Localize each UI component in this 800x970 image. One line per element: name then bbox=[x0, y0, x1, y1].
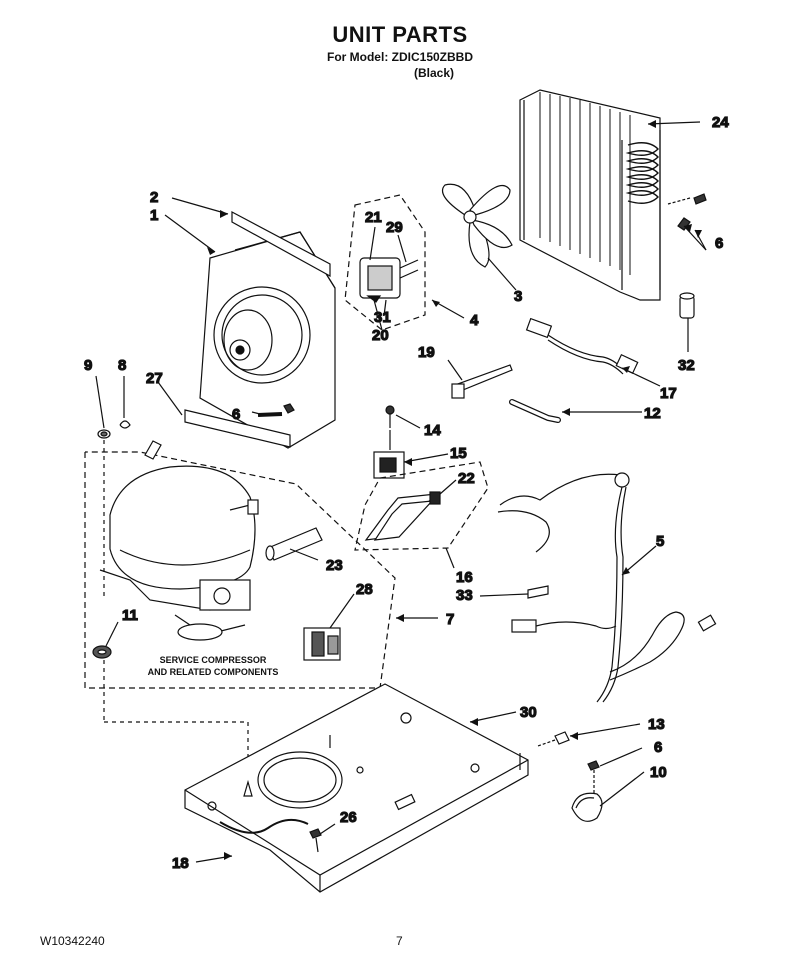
callout-21: 21 bbox=[365, 209, 382, 226]
fan-shroud-drawing bbox=[199, 200, 336, 449]
callout-7: 7 bbox=[446, 611, 454, 628]
callout-32: 32 bbox=[678, 357, 695, 374]
hose-32 bbox=[679, 292, 695, 319]
tie-19 bbox=[451, 364, 513, 399]
callout-26: 26 bbox=[340, 809, 357, 826]
fan-motor-assembly bbox=[344, 194, 426, 331]
note-line-2: AND RELATED COMPONENTS bbox=[147, 667, 279, 677]
valve-15 bbox=[373, 430, 405, 479]
callout-14: 14 bbox=[424, 422, 441, 439]
callout-30: 30 bbox=[520, 704, 537, 721]
assembly-16 bbox=[354, 461, 489, 551]
fan-blade-drawing bbox=[441, 183, 513, 268]
callout-2: 2 bbox=[150, 189, 158, 206]
callout-20: 20 bbox=[372, 327, 389, 344]
grommet-9 bbox=[97, 429, 111, 439]
callout-18: 18 bbox=[172, 855, 189, 872]
callout-33: 33 bbox=[456, 587, 473, 604]
callout-19: 19 bbox=[418, 344, 435, 361]
callout-17: 17 bbox=[660, 385, 677, 402]
callout-13: 13 bbox=[648, 716, 665, 733]
harness-17 bbox=[525, 317, 639, 375]
clip-8 bbox=[119, 420, 131, 429]
leader-arrowheads bbox=[207, 120, 702, 860]
callout-8: 8 bbox=[118, 357, 126, 374]
callout-16: 16 bbox=[456, 569, 473, 586]
screw-26 bbox=[309, 828, 322, 853]
screw-13 bbox=[537, 731, 570, 747]
screw-14 bbox=[385, 405, 395, 428]
clamp-10 bbox=[571, 792, 603, 822]
condenser-drawing bbox=[519, 89, 661, 301]
model-line: For Model: ZDIC150ZBBD bbox=[326, 50, 473, 64]
document-number: W10342240 bbox=[40, 934, 105, 948]
grommet-11 bbox=[92, 645, 112, 659]
callout-6-clamp: 6 bbox=[654, 739, 662, 756]
callout-11: 11 bbox=[122, 607, 138, 624]
callout-9: 9 bbox=[84, 357, 92, 374]
callout-24: 24 bbox=[712, 114, 729, 131]
callout-numbers: 24 2 1 21 29 6 3 31 20 4 32 19 17 9 8 27… bbox=[83, 113, 730, 872]
base-plate-30 bbox=[184, 683, 529, 893]
screw-6-top bbox=[667, 193, 707, 231]
callout-4: 4 bbox=[470, 312, 479, 329]
callout-23: 23 bbox=[326, 557, 343, 574]
alignment-lines bbox=[103, 440, 249, 780]
callout-29: 29 bbox=[386, 219, 403, 236]
callout-22: 22 bbox=[458, 470, 475, 487]
callout-31: 31 bbox=[374, 309, 391, 326]
page-title: UNIT PARTS bbox=[332, 22, 468, 47]
callout-28: 28 bbox=[356, 581, 373, 598]
screw-6-shroud bbox=[257, 403, 295, 417]
callout-5: 5 bbox=[656, 533, 664, 550]
harness-5 bbox=[497, 472, 717, 703]
note-line-1: SERVICE COMPRESSOR bbox=[159, 655, 267, 665]
relay-28 bbox=[303, 627, 341, 661]
tube-12 bbox=[509, 399, 561, 423]
rear-plate-27 bbox=[184, 409, 291, 448]
service-compressor-note: SERVICE COMPRESSOR AND RELATED COMPONENT… bbox=[128, 654, 298, 678]
callout-27: 27 bbox=[146, 370, 163, 387]
bracket-33 bbox=[527, 585, 549, 599]
page-number: 7 bbox=[396, 934, 403, 948]
compressor-area bbox=[84, 440, 396, 689]
callout-1: 1 bbox=[150, 207, 158, 224]
callout-6-shroud: 6 bbox=[232, 406, 240, 423]
strap-18 bbox=[219, 818, 309, 834]
callout-6-condenser: 6 bbox=[715, 235, 723, 252]
color-line: (Black) bbox=[414, 66, 455, 80]
callout-15: 15 bbox=[450, 445, 467, 462]
callout-10: 10 bbox=[650, 764, 667, 781]
drier-23 bbox=[265, 527, 323, 561]
callout-3: 3 bbox=[514, 288, 522, 305]
callout-12: 12 bbox=[644, 405, 661, 422]
